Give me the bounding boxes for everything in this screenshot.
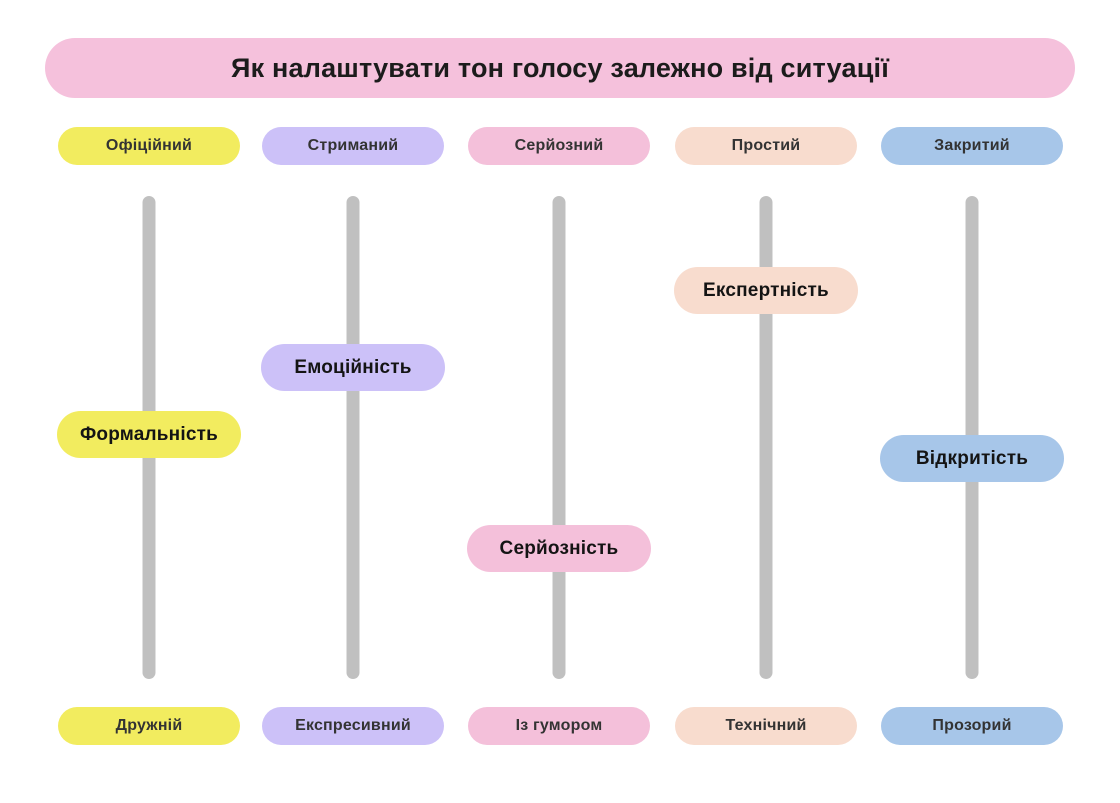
slider-expertise-top-label: Простий bbox=[675, 127, 857, 165]
slider-expertise-track[interactable] bbox=[759, 196, 773, 679]
slider-emotionality-top-label: Стриманий bbox=[262, 127, 444, 165]
slider-formality-top-label: Офіційний bbox=[58, 127, 240, 165]
slider-seriousness-track[interactable] bbox=[552, 196, 566, 679]
page-title-text: Як налаштувати тон голосу залежно від си… bbox=[230, 52, 890, 83]
slider-seriousness-handle[interactable]: Серйозність bbox=[467, 525, 651, 572]
slider-seriousness-top-label: Серйозний bbox=[468, 127, 650, 165]
slider-openness-handle[interactable]: Відкритість bbox=[880, 435, 1064, 482]
slider-emotionality-track[interactable] bbox=[346, 196, 360, 679]
slider-formality-handle[interactable]: Формальність bbox=[57, 411, 241, 458]
slider-formality-bottom-label: Дружній bbox=[58, 707, 240, 745]
slider-expertise-bottom-label: Технічний bbox=[675, 707, 857, 745]
slider-openness-top-label: Закритий bbox=[881, 127, 1063, 165]
slider-expertise-handle[interactable]: Експертність bbox=[674, 267, 858, 314]
slider-emotionality-handle[interactable]: Емоційність bbox=[261, 344, 445, 391]
slider-emotionality-bottom-label: Експресивний bbox=[262, 707, 444, 745]
slider-openness-bottom-label: Прозорий bbox=[881, 707, 1063, 745]
page-title: Як налаштувати тон голосу залежно від си… bbox=[45, 38, 1075, 98]
slider-seriousness-bottom-label: Із гумором bbox=[468, 707, 650, 745]
